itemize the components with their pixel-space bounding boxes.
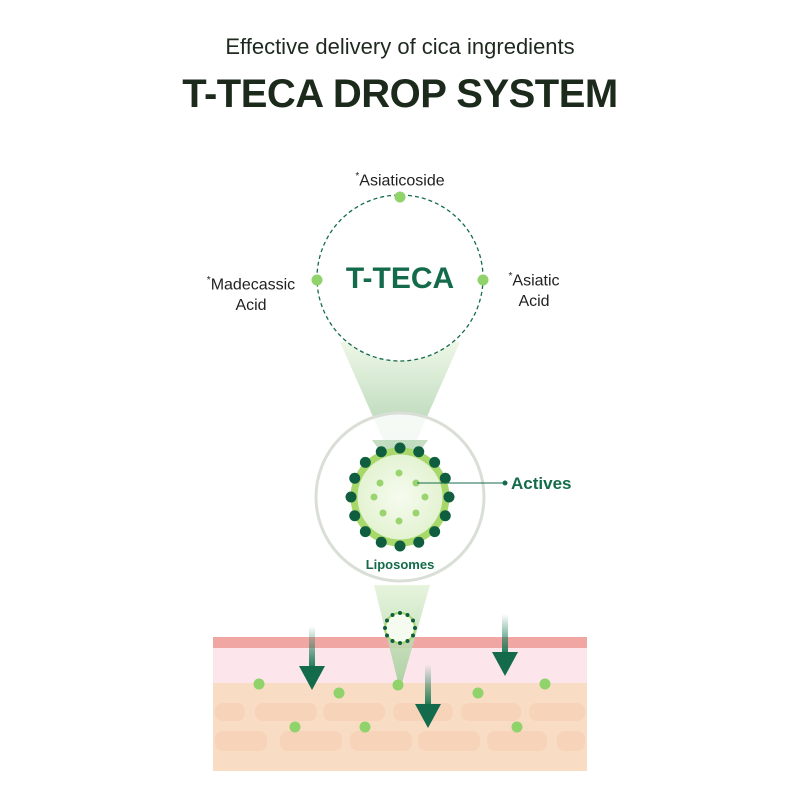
membrane-dot [439,510,451,522]
membrane-dot [405,613,410,618]
membrane-dot [439,472,451,484]
label-text: Acid [518,293,550,311]
active-dot [379,509,387,517]
skin-cells [215,703,585,751]
ingredient-dot-asiaticoside [394,191,406,203]
membrane-dot [383,626,387,630]
small-liposome [384,612,416,644]
small-liposome-dots [383,611,417,645]
membrane-dot [345,491,357,503]
membrane-dot [349,472,361,484]
ingredient-dot-madecassic-acid [311,274,323,286]
liposomes-label: Liposomes [365,557,435,572]
asterisk: * [206,275,211,286]
membrane-dot [385,618,390,623]
asterisk: * [508,271,513,282]
liposome-membrane-dots [345,442,455,552]
skin-dermis [213,683,587,771]
arrow-down-icon [299,626,325,690]
membrane-dot [385,633,390,638]
label-text: Asiatic [512,272,560,290]
membrane-dot [413,626,417,630]
actives-label: Actives [511,474,572,493]
membrane-dot [405,638,410,643]
label-text: Madecassic [210,276,296,294]
membrane-dot [429,526,441,538]
skin-active-dots [253,678,551,733]
membrane-dot [413,536,425,548]
arrow-down-icon [492,614,518,676]
membrane-dot [394,540,406,552]
active-dot [395,517,403,525]
active-dot [421,493,429,501]
active-dot [412,479,420,487]
membrane-dot [413,446,425,458]
membrane-dot [410,618,415,623]
membrane-dot [443,491,455,503]
focus-cone-upper [340,342,460,478]
membrane-dot [359,456,371,468]
membrane-dot [390,613,395,618]
ingredient-dot-asiatic-acid [477,274,489,286]
membrane-dot [410,633,415,638]
active-dot [370,493,378,501]
membrane-dot [390,638,395,643]
label-text: Acid [235,297,267,315]
membrane-dot [359,526,371,538]
page-title: T-TECA DROP SYSTEM [182,72,618,116]
membrane-dot [375,446,387,458]
liposome-active-dots [370,469,429,525]
membrane-dot [349,510,361,522]
membrane-dot [394,442,406,454]
membrane-dot [398,641,402,645]
arrow-down-icon [415,664,441,728]
label-asiaticoside: *Asiaticoside [340,166,460,191]
active-dot [412,509,420,517]
membrane-dot [429,456,441,468]
label-text: Asiaticoside [359,172,445,190]
subtitle: Effective delivery of cica ingredients [225,34,575,59]
asterisk: * [355,171,360,182]
membrane-dot [375,536,387,548]
t-teca-label: T-TECA [345,262,455,295]
membrane-dot [398,611,402,615]
active-dot [395,469,403,477]
active-dot [376,479,384,487]
